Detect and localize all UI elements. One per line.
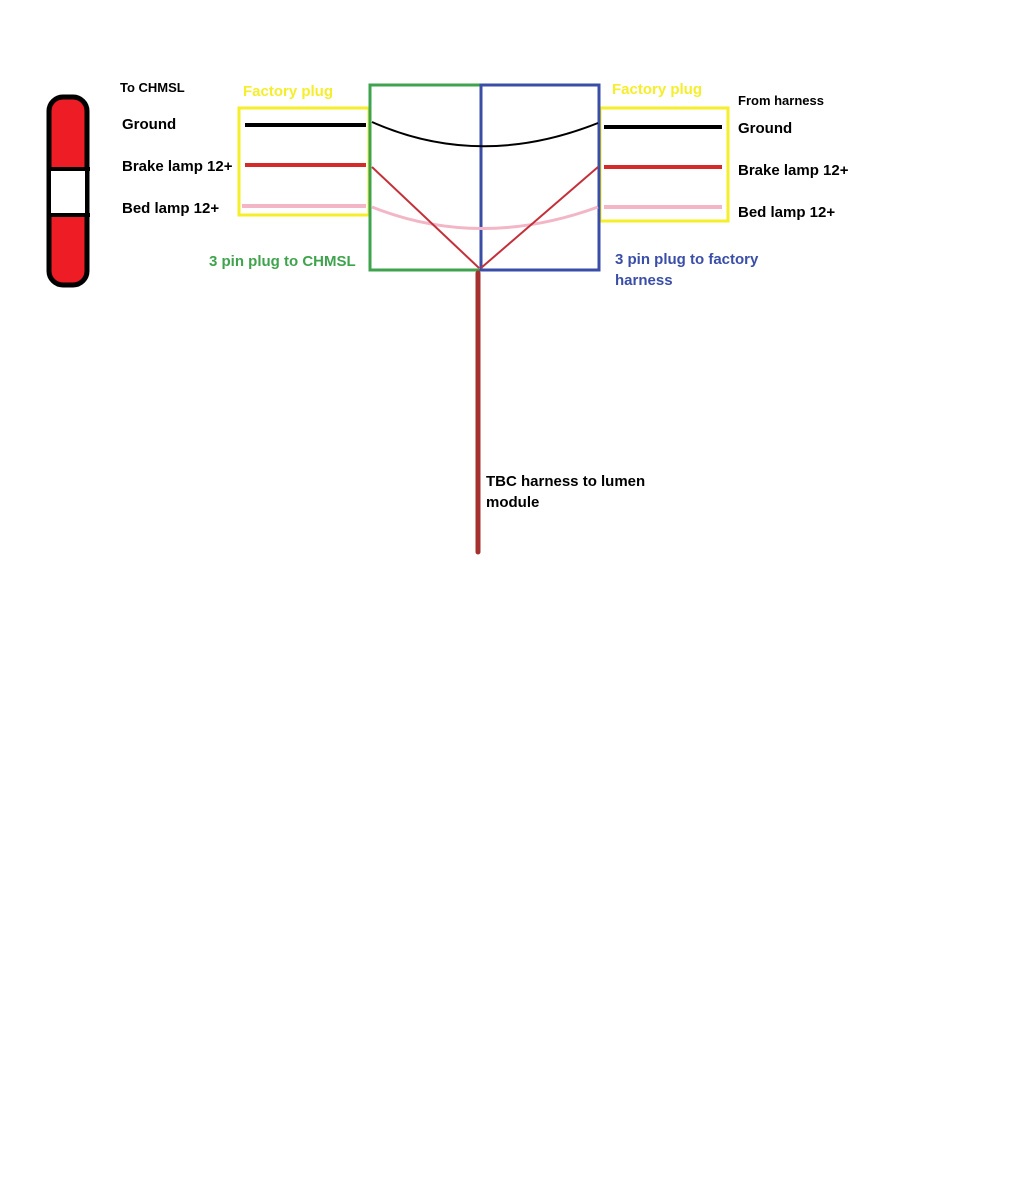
- tbc-label-line1: TBC harness to lumen: [486, 473, 645, 490]
- chmsl-lamp-icon: [46, 94, 90, 288]
- brake-tap-right: [480, 166, 599, 269]
- ground-crossover-wire: [371, 121, 599, 148]
- harness-plug-box: [479, 83, 601, 272]
- from-harness-label: From harness: [738, 93, 824, 108]
- tbc-label-line2: module: [486, 494, 539, 511]
- harness-plug-label-line1: 3 pin plug to factory: [615, 251, 759, 268]
- brake-tap-left: [371, 166, 480, 269]
- factory-plug-right-label: Factory plug: [612, 81, 702, 98]
- harness-plug-label-line2: harness: [615, 272, 673, 289]
- ground-right-label: Ground: [738, 120, 792, 137]
- bed-left-label: Bed lamp 12+: [122, 200, 219, 217]
- factory-plug-left-label: Factory plug: [243, 83, 333, 100]
- lamp-white-band: [51, 169, 85, 215]
- ground-left-label: Ground: [122, 116, 176, 133]
- chmsl-plug-box: [368, 83, 483, 272]
- brake-left-label: Brake lamp 12+: [122, 158, 233, 175]
- to-chmsl-label: To CHMSL: [120, 80, 185, 95]
- bed-crossover-wire: [371, 205, 599, 230]
- bed-right-label: Bed lamp 12+: [738, 204, 835, 221]
- factory-plug-right-outline: [598, 106, 730, 223]
- brake-right-label: Brake lamp 12+: [738, 162, 849, 179]
- chmsl-plug-label: 3 pin plug to CHMSL: [209, 253, 356, 270]
